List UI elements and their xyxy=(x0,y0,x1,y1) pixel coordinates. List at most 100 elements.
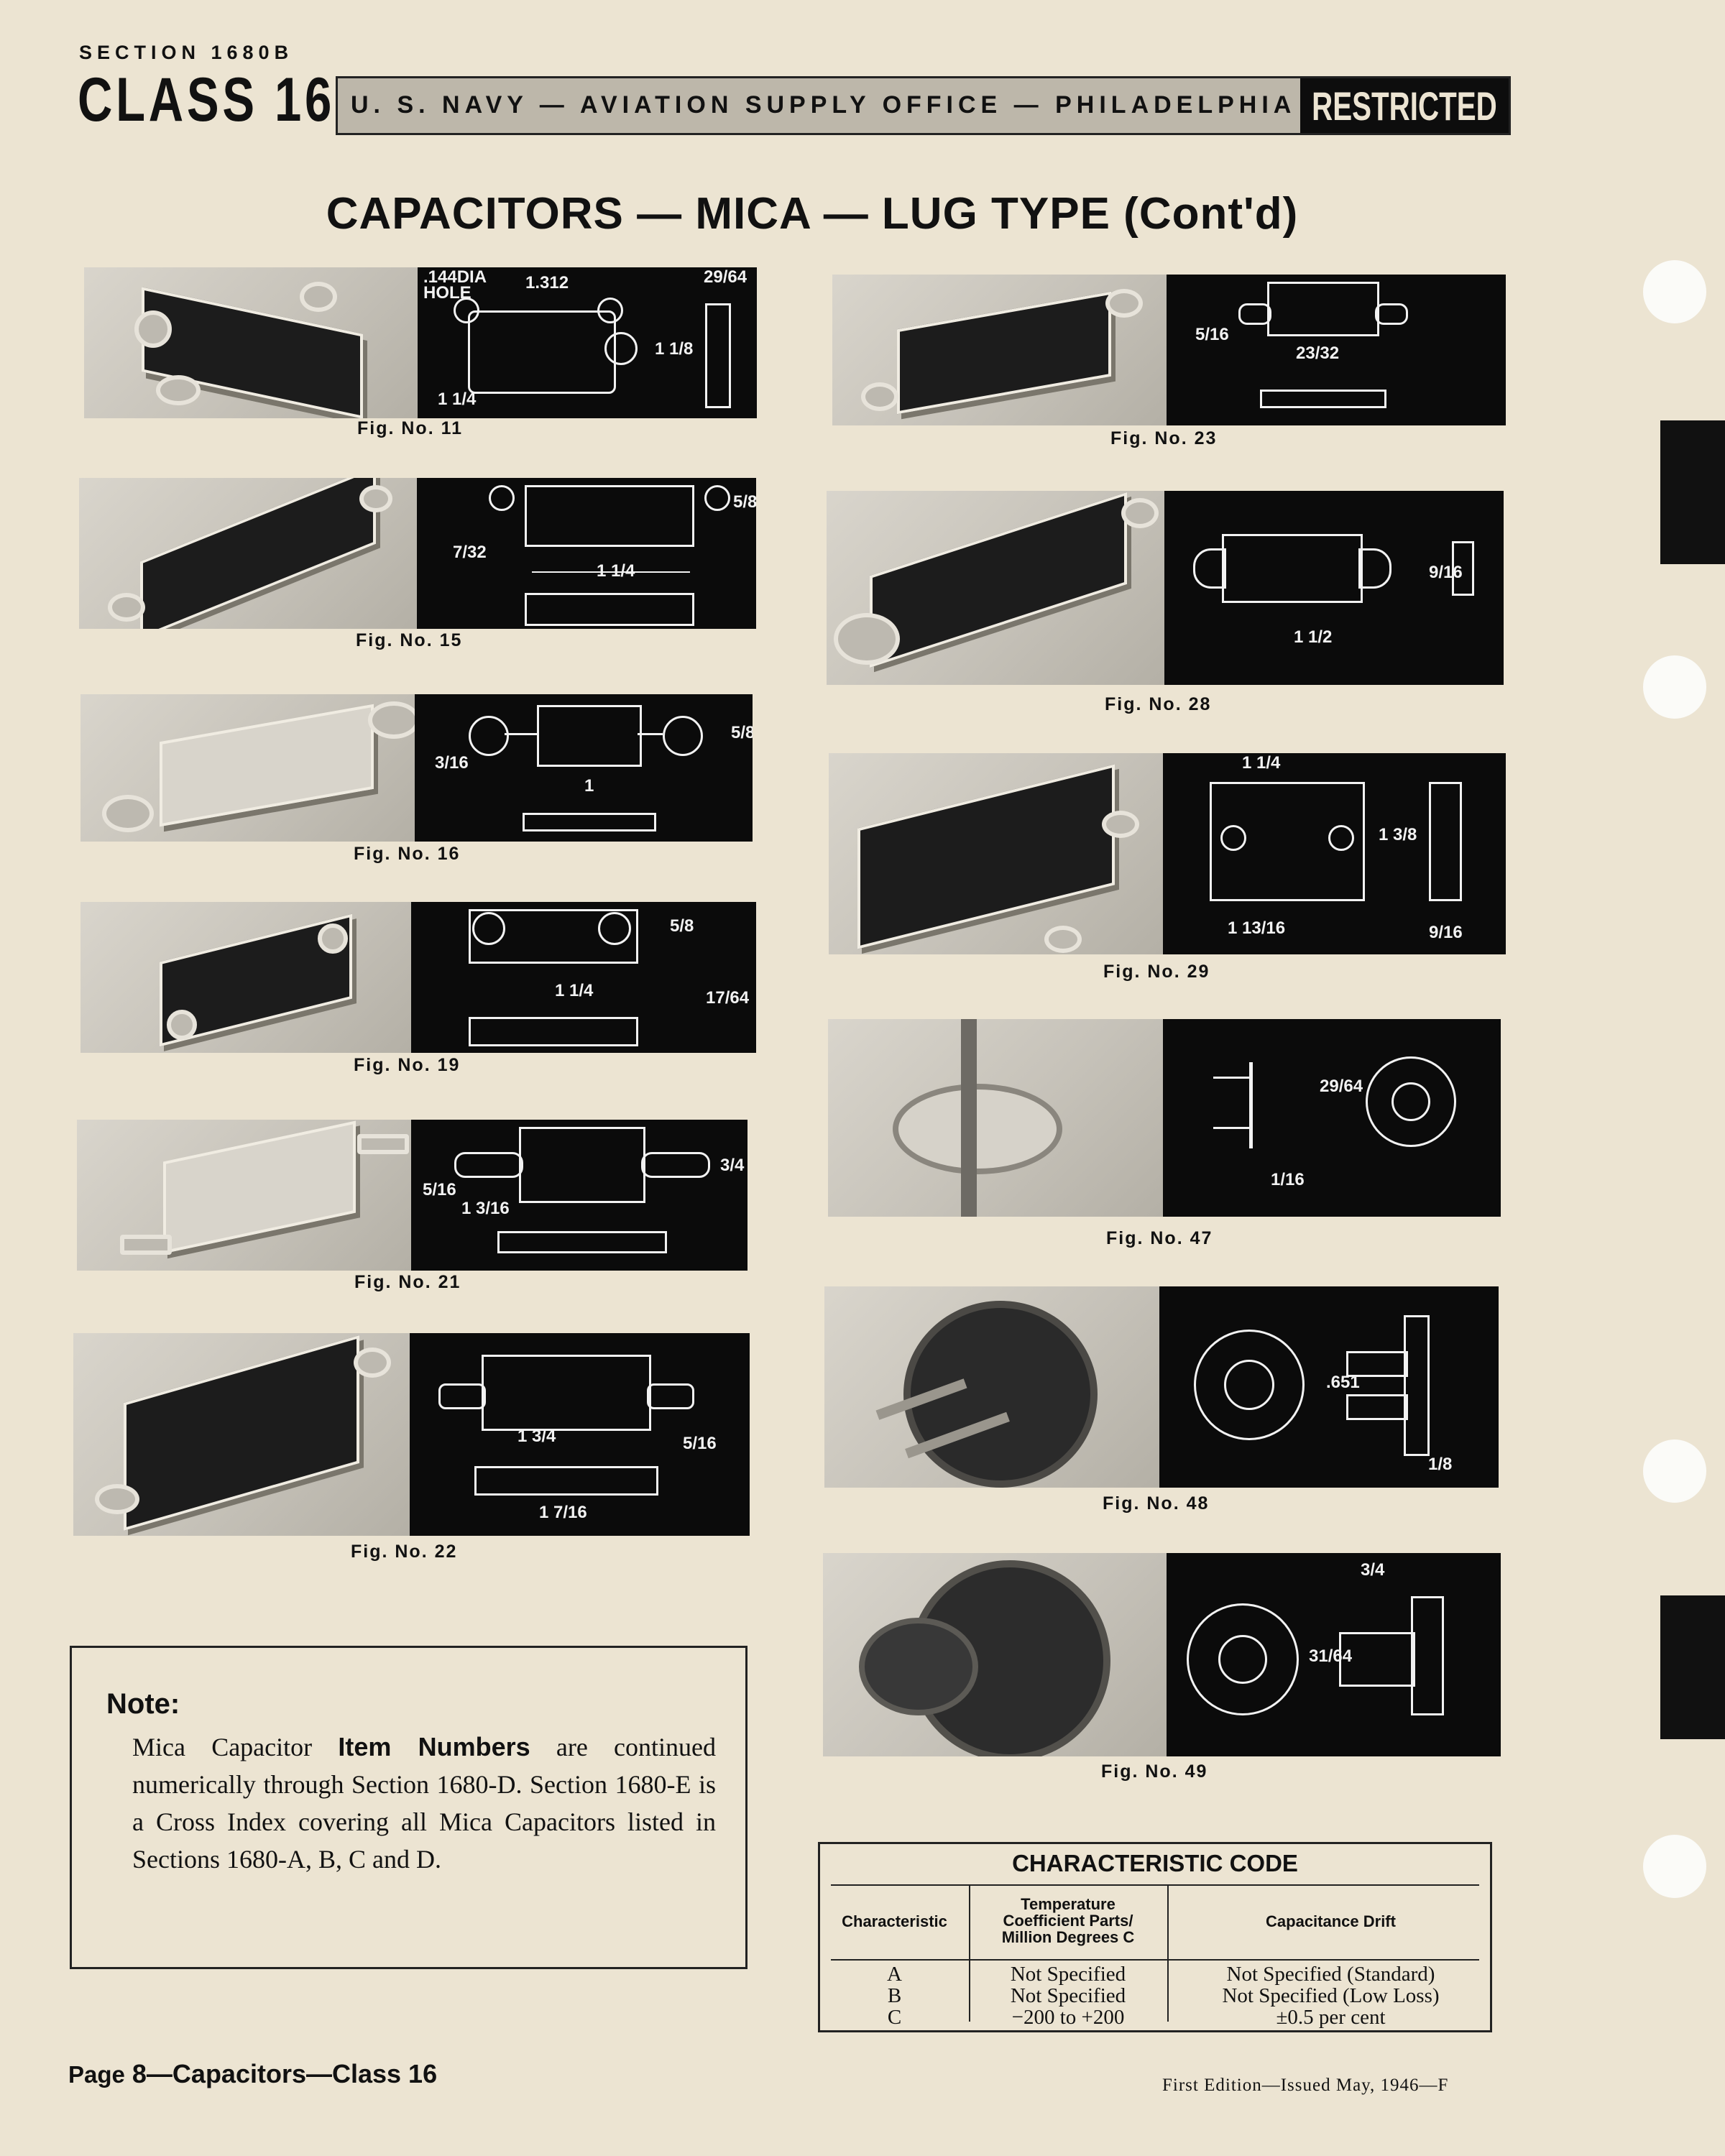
figure-caption: Fig. No. 11 xyxy=(357,418,464,438)
dimension-label: 5/8 xyxy=(733,492,756,512)
dimension-label: 1 1/2 xyxy=(1294,627,1333,647)
figure-drawing: 1 1/4 1 3/8 1 13/16 9/16 xyxy=(1163,753,1506,954)
figure-photo xyxy=(80,694,415,842)
table-cell: Not Specified xyxy=(1010,1984,1126,2007)
column-header: Temperature Coefficient Parts/ Million D… xyxy=(1001,1895,1135,1946)
figure-photo xyxy=(73,1333,410,1536)
index-tab xyxy=(1660,1595,1725,1739)
dimension-label: 3/4 xyxy=(720,1156,745,1175)
binder-hole xyxy=(1643,1439,1706,1503)
note-box: Note: Mica Capacitor Item Numbers are co… xyxy=(70,1646,748,1969)
figure-drawing: 5/8 1 1/4 17/64 xyxy=(411,902,756,1053)
column-header: Characteristic xyxy=(842,1912,947,1930)
class-title: CLASS 16 xyxy=(78,65,336,134)
figure-caption: Fig. No. 23 xyxy=(1110,428,1218,448)
binder-hole xyxy=(1643,260,1706,323)
note-text-bold: Item Numbers xyxy=(338,1732,530,1761)
page-footer-text: —Capacitors—Class 16 xyxy=(146,2059,438,2088)
dimension-label: 1 1/4 xyxy=(438,390,477,409)
page-number: 8 xyxy=(132,2059,147,2088)
binder-hole xyxy=(1643,1835,1706,1898)
figure-photo xyxy=(80,902,411,1053)
figure-photo xyxy=(77,1120,411,1271)
dimension-label: 7/32 xyxy=(453,543,487,562)
dimension-label: 29/64 xyxy=(1320,1077,1363,1096)
dimension-label: 5/8 xyxy=(731,723,753,742)
table-cell: A xyxy=(887,1963,902,1986)
page-label: Page xyxy=(68,2061,125,2088)
figure-caption: Fig. No. 29 xyxy=(1103,962,1210,982)
table-cell: −200 to +200 xyxy=(1011,2006,1125,2029)
figure-photo xyxy=(828,1019,1163,1217)
dimension-label: 3/16 xyxy=(435,753,469,773)
figure-drawing: 9/16 1 1/2 xyxy=(1164,491,1504,685)
dimension-label: 3/4 xyxy=(1361,1560,1385,1580)
dimension-label: 5/8 xyxy=(670,916,694,936)
figure-drawing: 5/16 23/32 xyxy=(1167,275,1506,425)
table-cell: B xyxy=(887,1984,902,2007)
dimension-label: 31/64 xyxy=(1309,1646,1353,1666)
note-text-start: Mica Capacitor xyxy=(132,1733,339,1761)
dimension-label: 5/16 xyxy=(683,1434,717,1453)
figure-caption: Fig. No. 48 xyxy=(1103,1493,1210,1514)
dimension-label: 1/8 xyxy=(1428,1455,1453,1474)
figure-drawing: .144DIA HOLE 1.312 29/64 1 1/8 1 1/4 xyxy=(418,267,757,418)
office-text: U. S. NAVY — AVIATION SUPPLY OFFICE — PH… xyxy=(351,91,1421,119)
figure-photo xyxy=(829,753,1163,954)
dimension-label: 1 1/8 xyxy=(655,339,694,359)
page-title: CAPACITORS — MICA — LUG TYPE (Cont'd) xyxy=(326,189,1299,239)
figure-photo xyxy=(832,275,1167,425)
figure-photo xyxy=(823,1553,1167,1756)
table-cell: Not Specified xyxy=(1010,1963,1126,1986)
dimension-label: 23/32 xyxy=(1296,344,1340,363)
table-cell: ±0.5 per cent xyxy=(1276,2006,1386,2029)
figure-caption: Fig. No. 47 xyxy=(1106,1228,1213,1248)
note-text-end: are continued numerically through Sectio… xyxy=(132,1733,716,1874)
figure-caption: Fig. No. 21 xyxy=(354,1272,461,1292)
figure-drawing: 1 3/4 5/16 1 7/16 xyxy=(410,1333,750,1536)
dimension-label: 17/64 xyxy=(706,988,750,1008)
figure-photo xyxy=(79,478,417,629)
figure-caption: Fig. No. 19 xyxy=(354,1055,461,1075)
column-header: Capacitance Drift xyxy=(1266,1912,1396,1930)
figure-caption: Fig. No. 16 xyxy=(354,844,461,864)
table-title: CHARACTERISTIC CODE xyxy=(1012,1850,1298,1876)
figure-drawing: 5/8 7/32 1 1/4 xyxy=(417,478,756,629)
dimension-label: 9/16 xyxy=(1429,563,1463,582)
dimension-label: 1 3/8 xyxy=(1379,825,1417,844)
dimension-label: 5/16 xyxy=(1195,325,1229,344)
dimension-label: 1 1/4 xyxy=(1242,753,1281,773)
dimension-label: .144DIA xyxy=(423,267,487,287)
figure-photo xyxy=(827,491,1164,685)
dimension-label: 1 13/16 xyxy=(1228,918,1286,938)
dimension-label: 1.312 xyxy=(525,273,569,292)
binder-hole xyxy=(1643,655,1706,719)
dimension-label: 9/16 xyxy=(1429,923,1463,942)
table-cell: Not Specified (Low Loss) xyxy=(1222,1984,1440,2007)
figure-drawing: 29/64 1/16 xyxy=(1163,1019,1501,1217)
page-footer: Page 8—Capacitors—Class 16 xyxy=(68,2059,437,2089)
table-cell: Not Specified (Standard) xyxy=(1226,1963,1435,1986)
characteristic-code-table: CHARACTERISTIC CODE Characteristic Tempe… xyxy=(818,1842,1492,2032)
dimension-label: 1 1/4 xyxy=(597,561,635,581)
section-number: SECTION 1680B xyxy=(79,42,294,63)
figure-caption: Fig. No. 28 xyxy=(1105,694,1212,714)
dimension-label: 1 1/4 xyxy=(555,981,594,1000)
index-tab xyxy=(1660,420,1725,564)
restricted-badge: RESTRICTED xyxy=(1300,78,1509,133)
figure-drawing: 3/4 31/64 xyxy=(1167,1553,1501,1756)
figure-caption: Fig. No. 15 xyxy=(356,630,463,650)
dimension-label: 1/16 xyxy=(1271,1170,1305,1189)
restricted-label: RESTRICTED xyxy=(1312,83,1497,129)
dimension-label: 29/64 xyxy=(704,267,748,287)
figure-drawing: .651 1/8 xyxy=(1159,1286,1499,1488)
figure-drawing: 5/8 3/16 1 xyxy=(415,694,753,842)
figure-photo xyxy=(824,1286,1159,1488)
dimension-label: 1 3/16 xyxy=(461,1199,510,1218)
figure-caption: Fig. No. 22 xyxy=(351,1542,458,1562)
header-bar: U. S. NAVY — AVIATION SUPPLY OFFICE — PH… xyxy=(336,76,1511,135)
figure-caption: Fig. No. 49 xyxy=(1101,1761,1208,1782)
edition-note: First Edition—Issued May, 1946—F xyxy=(1162,2076,1449,2095)
note-text: Mica Capacitor Item Numbers are continue… xyxy=(132,1728,716,1878)
dimension-label: 1 7/16 xyxy=(539,1503,587,1522)
